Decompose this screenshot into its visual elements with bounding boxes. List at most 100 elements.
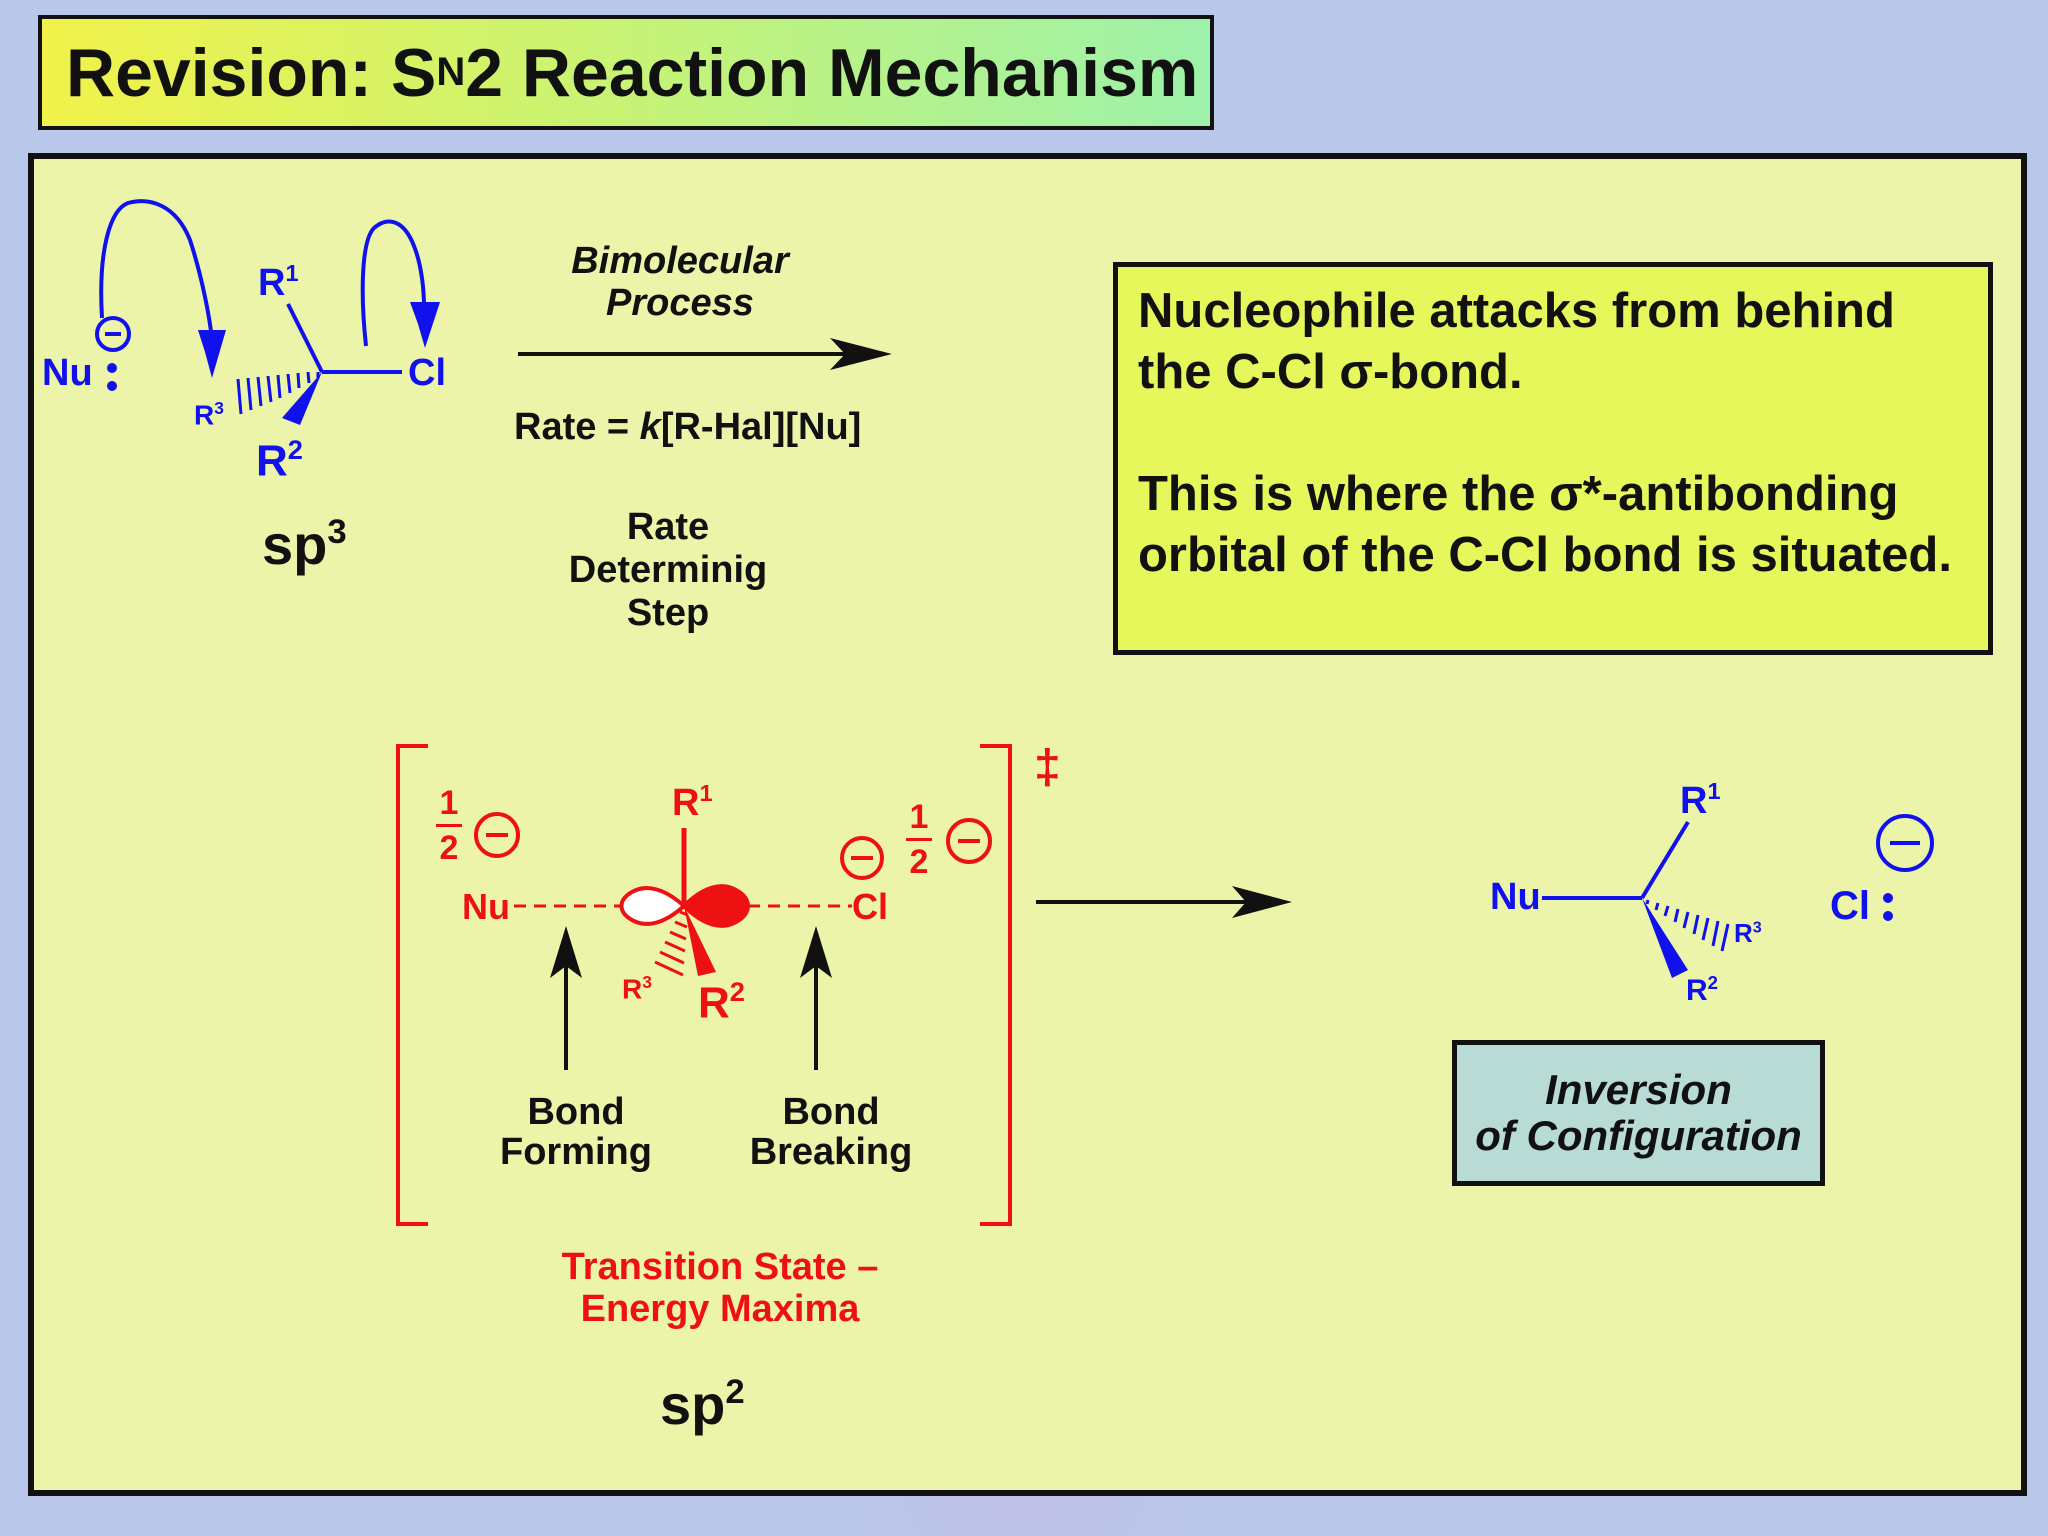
bond-breaking-label: Bond Breaking [726,1092,936,1172]
rate-suffix: [R-Hal][Nu] [660,406,862,448]
reactant-r2-label: R2 [256,434,303,486]
reactant-r1-sup: 1 [285,260,299,286]
ts-r2-text: R [698,978,730,1028]
bond-breaking-line2: Breaking [749,1131,913,1173]
arrowhead-nucleophile [198,330,226,378]
chloride-label: Cl [1830,884,1870,928]
ts-wedge-c-r2 [684,906,716,976]
ts-nu-label: Nu [462,886,510,927]
reactant-r3-label: R3 [194,398,224,431]
explanation-paragraph-1: Nucleophile attacks from behind the C-Cl… [1138,284,1895,399]
product-wedge-c-r2 [1642,898,1688,978]
explanation-paragraph-2: This is where the σ*-antibonding orbital… [1138,467,1952,582]
ts-r3-sup: 3 [642,972,652,992]
bimolecular-line2: Process [606,282,754,324]
ts-r1-text: R [672,782,700,825]
reactant-r3-text: R [194,399,215,431]
product-r3-label: R3 [1734,918,1762,949]
product-bond-c-r1 [1640,820,1690,900]
ts-r3-text: R [622,973,643,1005]
bimolecular-line1: Bimolecular [571,240,789,282]
product-r2-sup: 2 [1707,972,1719,993]
ts-caption-line2: Energy Maxima [580,1288,860,1330]
reactant-r1-label: R1 [258,260,299,305]
reactant-r2-sup: 2 [287,434,303,465]
ts-cl-charge-icon [840,836,884,880]
reactant-hybrid-text: sp [262,513,328,576]
nu-lone-pair-top [107,363,117,373]
reactant-nu-label: Nu [42,352,93,394]
rds-line3: Step [626,592,710,634]
bond-c-r1 [286,303,324,373]
product-r1-text: R [1680,780,1708,823]
title-subscript: N [436,50,466,94]
ts-caption-line1: Transition State – [561,1246,879,1288]
curly-arrow-nucleophile [99,199,214,341]
ts-bracket-right [980,744,1012,1226]
bond-breaking-arrow-head [800,926,832,978]
bimolecular-process-label: Bimolecular Process [540,240,820,324]
reactant-hybrid-sup: 3 [327,513,347,552]
curly-arrow-leaving-group [360,219,426,347]
p-orbital-back-lobe [619,886,687,926]
inversion-line1: Inversion [1545,1066,1732,1113]
ts-r2-sup: 2 [729,976,745,1007]
reactant-cl-label: Cl [408,352,446,394]
ts-nu-frac-bar [436,824,462,827]
rate-constant: k [639,406,661,448]
reactant-hybridization-label: sp3 [262,512,347,577]
ts-cl-label: Cl [852,886,888,927]
inversion-line2: of Configuration [1475,1112,1802,1159]
ts-cl-frac-num: 1 [909,798,929,836]
reactant-r1-text: R [258,262,286,305]
bond-forming-arrow-head [550,926,582,978]
bond-forming-line1: Bond [527,1091,625,1133]
wedge-c-r2 [282,372,322,425]
reactant-r3-sup: 3 [214,398,224,418]
title-prefix: Revision: S [66,34,437,111]
reactant-r2-text: R [256,436,288,486]
p-orbital-front-lobe [681,884,750,928]
rate-prefix: Rate = [514,406,640,448]
inversion-label-box: Inversion of Configuration [1452,1040,1825,1186]
ts-hybrid-sup: 2 [725,1373,745,1412]
title-suffix: 2 Reaction Mechanism [465,34,1199,111]
ts-r2-label: R2 [698,976,745,1028]
reaction-arrow-2-head [1232,886,1292,918]
cl-lone-pair-top [1883,893,1893,903]
ts-cl-frac-den: 2 [909,843,929,881]
ts-nu-charge-icon [474,812,520,858]
product-r2-text: R [1686,974,1708,1008]
nu-lone-pair-bottom [107,381,117,391]
bond-forming-line2: Forming [500,1131,652,1173]
ts-hybrid-text: sp [660,1373,726,1436]
chloride-charge-icon [1876,814,1934,872]
rate-law-label: Rate = k[R-Hal][Nu] [514,406,861,449]
product-nu-label: Nu [1490,876,1541,918]
ts-bracket-left [396,744,428,1226]
product-r3-text: R [1734,918,1753,948]
hash-c-r3 [236,371,320,415]
ts-hybridization-label: sp2 [660,1372,745,1437]
product-r1-sup: 1 [1707,778,1721,804]
ts-double-dagger: ‡ [1034,741,1061,794]
product-r2-label: R2 [1686,972,1718,1008]
ts-r1-label: R1 [672,780,713,825]
ts-cl-full-charge-icon [946,818,992,864]
ts-r3-label: R3 [622,972,652,1005]
arrowhead-leaving-group [410,302,440,348]
ts-hash-c-r3 [654,910,689,977]
transition-state-caption: Transition State – Energy Maxima [530,1246,910,1330]
rds-line2: Determinig [568,549,768,591]
bond-breaking-line1: Bond [782,1091,880,1133]
ts-cl-frac-bar [906,838,932,841]
ts-r1-sup: 1 [699,780,713,806]
product-hash-c-r3 [1645,899,1730,952]
bond-forming-label: Bond Forming [476,1092,676,1172]
ts-nu-frac-den: 2 [439,829,459,867]
explanation-box: Nucleophile attacks from behind the C-Cl… [1113,262,1993,655]
